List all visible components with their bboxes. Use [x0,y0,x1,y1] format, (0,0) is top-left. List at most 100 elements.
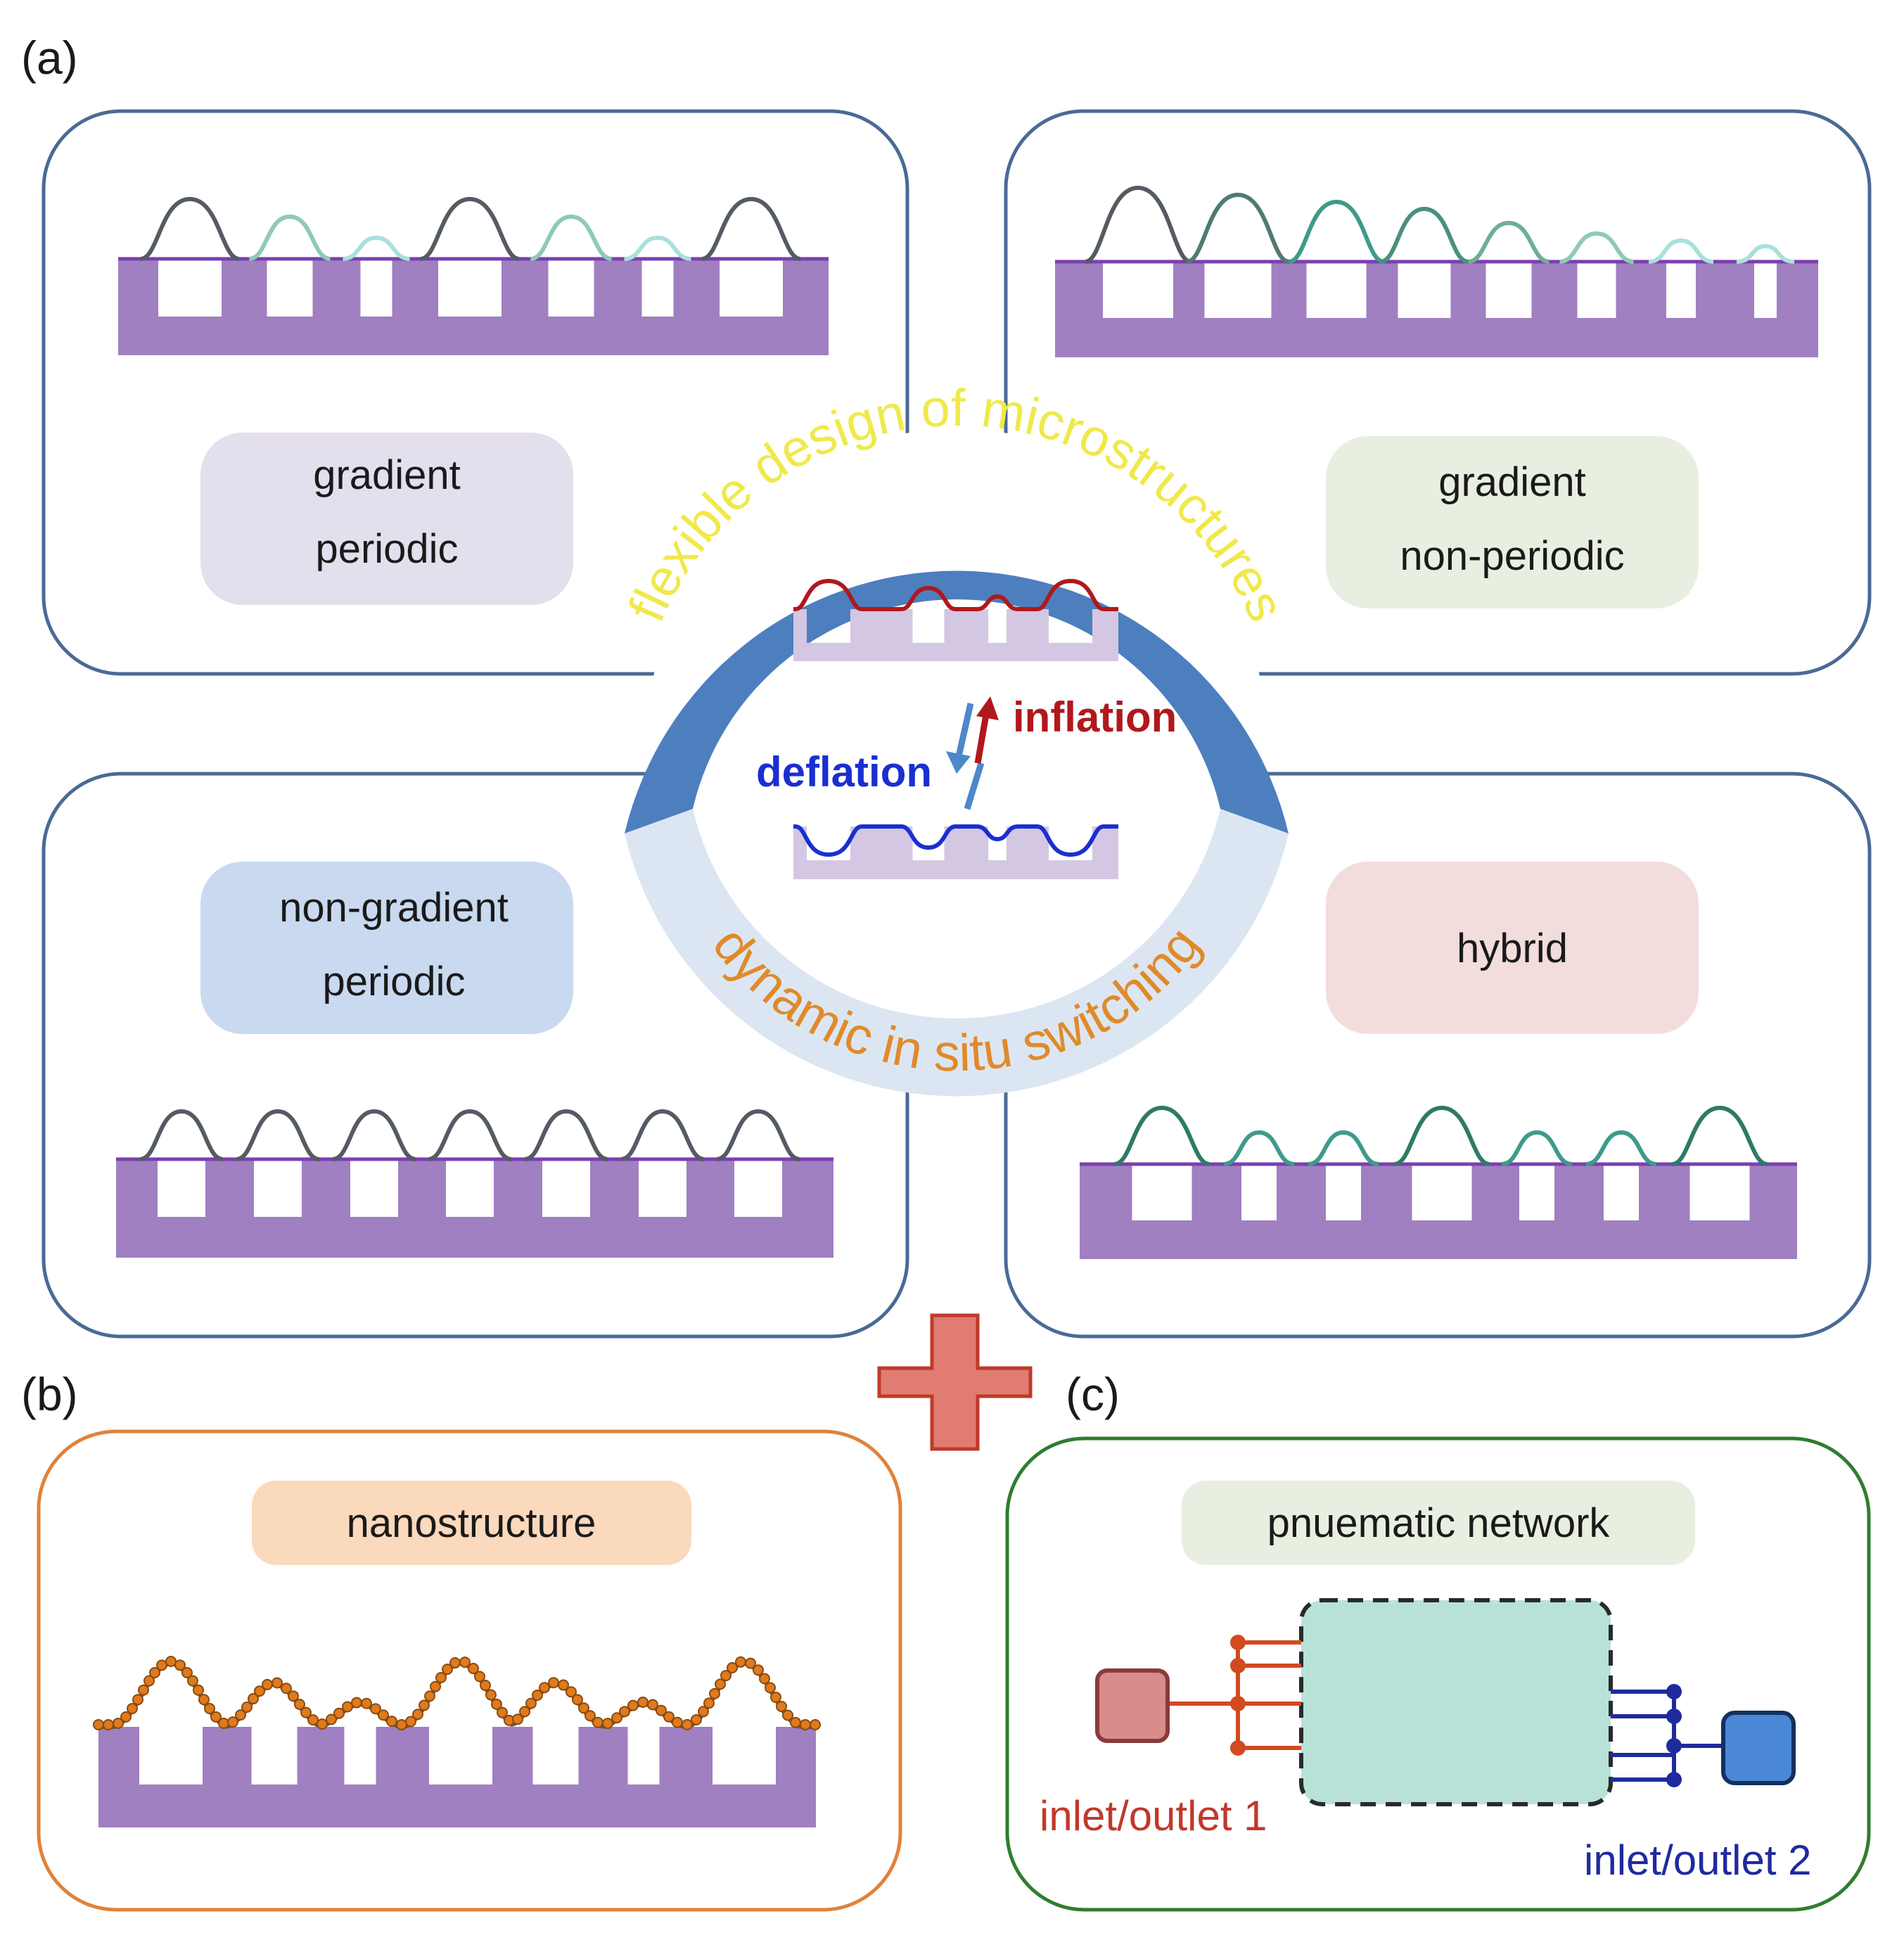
bump [332,1109,416,1161]
tag-nanostructure-text: nanostructure [347,1500,596,1546]
nanoparticle [378,1709,389,1721]
tag-bottom-right-line1: hybrid [1457,926,1568,971]
frame-top-right [1004,109,1872,676]
nanoparticle [181,1667,193,1679]
microstructure-deflated [793,824,1118,879]
plus-icon [877,1313,1033,1451]
nanoparticle [204,1703,215,1715]
bump [420,196,520,261]
tag-top-right-line1: gradient [1438,459,1586,505]
nanoparticle [759,1673,770,1685]
microstructure-non-gradient-periodic [116,1109,833,1258]
nanoparticle [435,1671,447,1683]
nanoparticle [271,1677,283,1689]
nanoparticle [532,1689,543,1701]
nanoparticle [187,1675,198,1687]
nanoparticle [294,1699,305,1711]
nanoparticle [491,1698,502,1710]
tag-bottom-left-line2: periodic [322,959,465,1004]
substrate [1055,262,1818,357]
nanoparticle [698,1706,709,1718]
inflation-arrow-head [976,696,999,720]
nanoparticle [262,1678,273,1690]
nanoparticle [480,1680,491,1692]
microstructure-gradient-non-periodic [1055,185,1818,357]
nanoparticle [235,1709,246,1721]
frame-top-left [41,109,909,676]
nanoparticle [584,1710,596,1722]
nanoparticle [307,1714,319,1726]
nanoparticle [611,1712,622,1724]
substrate [1080,1164,1797,1259]
tag-bottom-right [1326,862,1699,1034]
bump [530,214,613,261]
tag-top-left-line2: periodic [315,526,458,572]
nanoparticle [424,1690,435,1702]
nanoparticle [248,1693,259,1705]
nanoparticle [386,1716,397,1728]
nanoparticle [149,1667,160,1679]
port-2-label: inlet/outlet 2 [1584,1837,1812,1884]
nanoparticle [120,1711,132,1723]
nanoparticle [459,1656,471,1668]
nanoparticle [776,1700,787,1712]
nanoparticle [113,1717,124,1729]
bump [248,214,331,261]
ring-bottom-band [625,809,1289,1097]
substrate [116,1159,833,1258]
nanoparticle [449,1657,461,1669]
inflation-arrow-shaft [974,710,990,764]
bump [139,1109,224,1161]
nanoparticle [342,1701,353,1713]
nanoparticle [193,1684,204,1696]
nanoparticle [656,1704,667,1716]
nanoparticle [485,1689,497,1701]
panel-label-a: (a) [21,32,78,84]
nanoparticle [558,1679,569,1691]
tag-top-right [1326,436,1699,608]
nanoparticle [361,1697,372,1709]
bump [1467,220,1550,264]
bump [524,1109,608,1161]
nanoparticle [132,1694,143,1706]
nanoparticle [548,1677,559,1689]
bump [1736,243,1795,264]
nanoparticle [765,1682,776,1694]
nanoparticle [663,1711,675,1723]
nanoparticle [691,1713,702,1725]
nanoparticle [198,1694,210,1706]
bump [1501,1130,1573,1166]
tag-top-right-line2: non-periodic [1400,533,1624,579]
bump [620,1109,705,1161]
bump [428,1109,512,1161]
nanoparticle [326,1713,337,1725]
nanoparticle [174,1659,186,1671]
nanoparticle [682,1718,693,1730]
nanoparticle [218,1717,229,1729]
nanoparticle [412,1709,423,1721]
nanoparticle [396,1718,407,1730]
bump [1308,1130,1379,1166]
nanoparticle [474,1671,485,1683]
nanoparticle [254,1685,265,1697]
bump [236,1109,320,1161]
nanoparticle [519,1706,530,1718]
bump [1559,231,1634,264]
nanoparticle [619,1706,630,1718]
microstructure-hybrid [1080,1105,1797,1259]
nanoparticle-layer [93,1656,821,1730]
bump [1379,206,1469,264]
nanoparticle [525,1697,537,1709]
nanoparticle [210,1711,222,1723]
substrate [793,826,1118,879]
ring-backdrop [647,429,1266,1048]
nanoparticle [156,1659,167,1671]
ring-top-band [625,570,1289,834]
nanoparticle [165,1656,177,1667]
bump [1671,1105,1768,1166]
nanoparticle [770,1691,781,1703]
tag-network-text: pnuematic network [1267,1500,1611,1546]
deflation-arrow-head [946,751,971,774]
nanoparticle [138,1684,149,1696]
